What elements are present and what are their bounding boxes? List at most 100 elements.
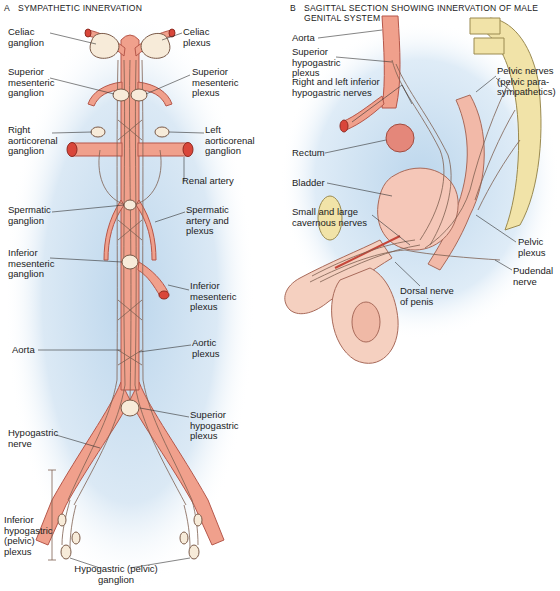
nerve-fibre [425, 80, 510, 248]
leader-line [372, 215, 410, 245]
spermatic-artery [136, 200, 156, 260]
part-label: Pelvic plexus [518, 237, 558, 258]
renal-artery [138, 143, 188, 156]
ganglia [58, 33, 202, 559]
pelvic-ganglion [61, 545, 71, 559]
nerve-fibre [99, 150, 161, 205]
part-label: Aorta [292, 33, 332, 44]
leader-line [140, 408, 189, 417]
leader-lines [318, 30, 516, 286]
leader-line [155, 212, 185, 222]
testis [352, 302, 380, 342]
part-label: Superior mesenteric plexus [192, 67, 242, 99]
vertebra [470, 18, 504, 54]
part-label: Hypogastric (pelvic) ganglion [68, 564, 164, 585]
cut-end [159, 291, 169, 299]
panel-heading: B [290, 3, 304, 13]
part-label: Right aorticorenal ganglion [8, 125, 66, 157]
part-label: Rectum [292, 148, 342, 159]
part-label: Inferior mesenteric plexus [190, 281, 242, 313]
nerve-cross-link [118, 120, 142, 365]
part-label: Superior mesenteric ganglion [8, 67, 56, 99]
part-label: Pudendal nerve [513, 266, 558, 287]
pelvic-ganglion [180, 532, 188, 544]
mesenteric-ganglion [131, 89, 147, 101]
leader-line [325, 140, 386, 153]
leader-line [318, 30, 382, 38]
background-glow [5, 10, 255, 590]
leader-line [50, 78, 114, 94]
part-label: Inferior hypogastric (pelvic) plexus [4, 515, 54, 557]
part-label: Spermatic artery and plexus [186, 205, 233, 237]
bowel-section [386, 124, 414, 152]
pelvic-ganglion [194, 514, 202, 526]
part-label: Pelvic nerves (pelvic para- sympathetics… [497, 66, 559, 98]
part-label: Renal artery [182, 176, 252, 187]
mesenteric-ganglion [122, 255, 138, 269]
bracket [48, 470, 56, 560]
cut-end [85, 29, 91, 37]
nerve-fibre [68, 60, 118, 500]
leader-line [169, 132, 204, 133]
leader-line [495, 260, 512, 270]
leader-line [50, 258, 122, 262]
leader-line [52, 205, 124, 212]
leader-line [139, 345, 191, 352]
scrotum [332, 268, 399, 363]
pelvic-ganglion [189, 545, 199, 559]
panel-heading: SAGITTAL SECTION SHOWING INNERVATION OF … [304, 3, 549, 23]
iliac-artery [130, 382, 224, 545]
celiac-ganglion [141, 33, 170, 58]
part-label: Small and large cavernous nerves [292, 207, 372, 228]
nerve-fibre [74, 60, 125, 505]
leader-line [395, 262, 420, 286]
spermatic-artery [104, 200, 124, 260]
leader-line [162, 33, 182, 40]
celiac-ganglion [90, 33, 119, 58]
part-label: Spermatic ganglion [8, 205, 60, 226]
part-label: Celiac plexus [183, 27, 228, 48]
leader-line [56, 435, 100, 448]
cut-end [183, 143, 193, 157]
part-label: Bladder [292, 178, 342, 189]
mesenteric-ganglion [113, 89, 129, 101]
part-label: Hypogastric nerve [8, 428, 64, 449]
part-label: Superior hypogastric plexus [292, 47, 338, 79]
leader-line [476, 215, 516, 242]
aorticorenal-ganglion [155, 127, 169, 137]
cut-end [340, 120, 348, 132]
leader-line [327, 183, 392, 196]
part-label: Superior hypogastric plexus [190, 410, 246, 442]
leader-line [52, 132, 92, 133]
leader-line [50, 33, 96, 44]
leader-line [38, 350, 121, 351]
part-label: Aorta [12, 345, 52, 356]
iliac-artery [36, 382, 130, 545]
nerve-fibre [142, 60, 192, 500]
nerve-fibre [478, 140, 520, 210]
leader-line [336, 57, 392, 62]
part-label: Celiac ganglion [8, 27, 50, 48]
hypogastric-plexus [121, 400, 139, 416]
panel-heading: A [4, 3, 18, 13]
nerve-fibres [48, 60, 198, 560]
part-label: Inferior mesenteric ganglion [8, 248, 60, 280]
cut-end [67, 143, 77, 157]
renal-artery [72, 143, 122, 156]
part-label: Right and left inferior hypogastric nerv… [292, 77, 402, 98]
part-label: Aortic plexus [192, 338, 232, 359]
nerve-fibre [396, 64, 451, 245]
leader-lines [38, 33, 204, 568]
spermatic-ganglion [124, 200, 136, 210]
panel-heading: SYMPATHETIC INNERVATION [18, 3, 218, 13]
part-label: Dorsal nerve of penis [400, 286, 460, 307]
leader-line [146, 75, 190, 94]
pelvic-ganglion [58, 514, 66, 526]
leader-line [168, 285, 189, 290]
pudendal-nerve [310, 250, 500, 282]
cavernous-nerve [312, 240, 420, 282]
aorticorenal-ganglion [91, 127, 105, 137]
pelvic-ganglion [72, 532, 80, 544]
